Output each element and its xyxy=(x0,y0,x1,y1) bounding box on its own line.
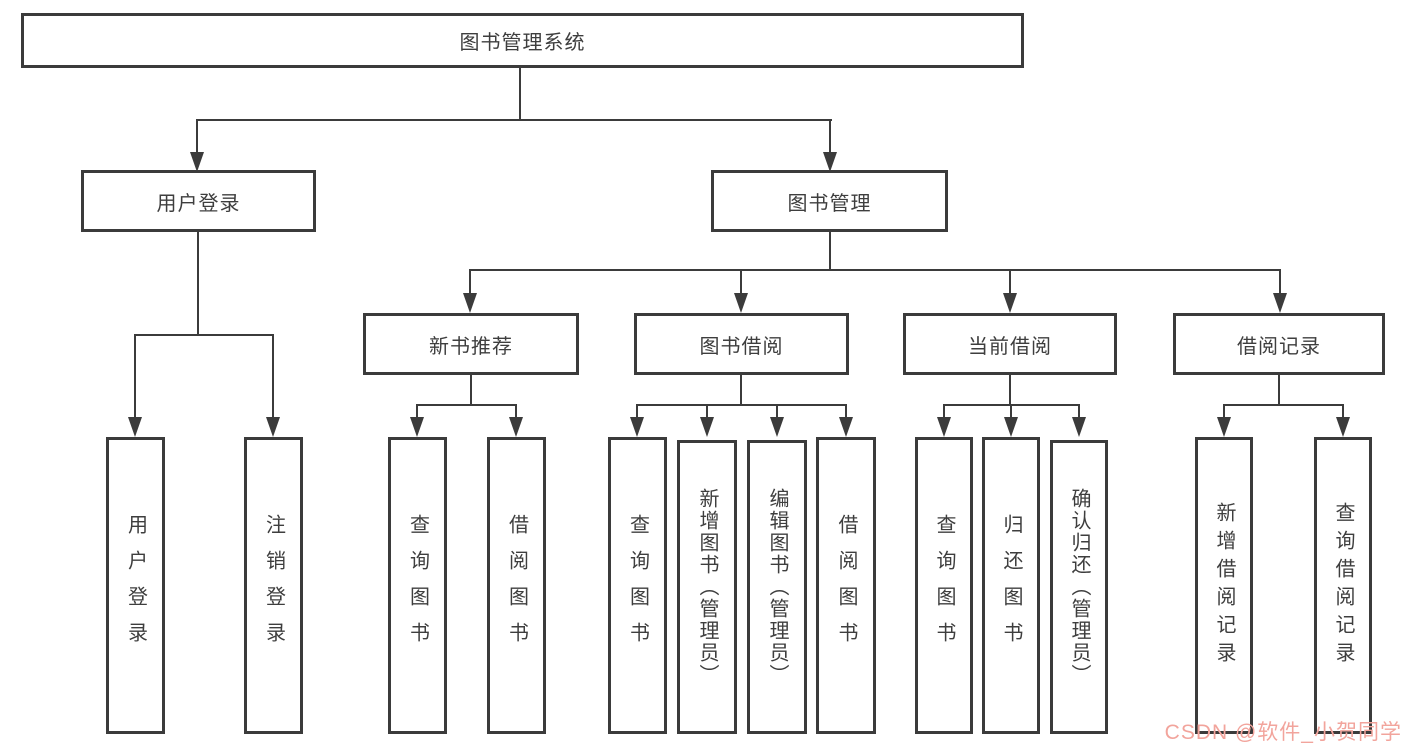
leaf-user-login: 用户登录 xyxy=(106,437,165,734)
arrow-down-icon xyxy=(734,293,748,313)
leaf-label: 查询图书 xyxy=(406,513,429,658)
node-book-management: 图书管理 xyxy=(711,170,948,232)
connector-recommend-hline xyxy=(416,404,517,406)
arrow-down-icon xyxy=(463,293,477,313)
node-label: 图书管理系统 xyxy=(459,32,586,54)
connector-stem xyxy=(1279,269,1281,296)
leaf-label: 新增图书（管理员） xyxy=(696,488,718,686)
leaf-logout-login: 注销登录 xyxy=(244,437,303,734)
arrow-down-icon xyxy=(700,417,714,437)
node-borrowing-records: 借阅记录 xyxy=(1173,313,1385,375)
connector-stem xyxy=(1009,269,1011,296)
leaf-label: 注销登录 xyxy=(262,513,285,658)
arrow-down-icon xyxy=(1273,293,1287,313)
leaf-label: 编辑图书（管理员） xyxy=(766,488,788,686)
connector-stem xyxy=(943,404,945,419)
connector-current-vline xyxy=(1009,375,1011,406)
connector-stem xyxy=(515,404,517,419)
watermark: CSDN @软件_小贺同学 xyxy=(1164,721,1402,744)
node-user-login: 用户登录 xyxy=(81,170,316,232)
connector-stem xyxy=(740,269,742,296)
node-label: 用户登录 xyxy=(156,192,241,215)
node-label: 当前借阅 xyxy=(968,335,1052,358)
connector-stem xyxy=(469,269,471,296)
connector-records-vline xyxy=(1278,375,1280,406)
node-label: 借阅记录 xyxy=(1237,335,1321,358)
leaf-borrowing-edit-books-admin: 编辑图书（管理员） xyxy=(747,440,807,734)
leaf-label: 确认归还（管理员） xyxy=(1068,488,1090,686)
connector-stem xyxy=(416,404,418,419)
connector-mgmt-vline xyxy=(829,232,831,271)
leaf-borrowing-borrow-books: 借阅图书 xyxy=(816,437,876,734)
arrow-down-icon xyxy=(128,417,142,437)
node-new-book-recommendation: 新书推荐 xyxy=(363,313,579,375)
connector-mgmt-hline xyxy=(469,269,1281,271)
leaf-label: 查询图书 xyxy=(626,513,649,658)
arrow-down-icon xyxy=(1336,417,1350,437)
arrow-down-icon xyxy=(266,417,280,437)
connector-login-hline xyxy=(134,334,274,336)
connector-borrowing-vline xyxy=(740,375,742,406)
leaf-borrowing-query-books: 查询图书 xyxy=(608,437,667,734)
arrow-down-icon xyxy=(1072,417,1086,437)
arrow-down-icon xyxy=(770,417,784,437)
leaf-label: 归还图书 xyxy=(1000,513,1022,658)
node-label: 图书借阅 xyxy=(699,335,784,358)
leaf-current-return-books: 归还图书 xyxy=(982,437,1040,734)
connector-recommend-vline xyxy=(470,375,472,406)
arrow-down-icon xyxy=(630,417,644,437)
arrow-down-icon xyxy=(1003,293,1017,313)
arrow-down-icon xyxy=(1004,417,1018,437)
arrow-down-icon xyxy=(190,152,204,172)
connector-stem xyxy=(776,404,778,419)
connector-stem xyxy=(1078,404,1080,419)
connector-stem xyxy=(272,334,274,419)
arrow-down-icon xyxy=(937,417,951,437)
connector-borrowing-hline xyxy=(636,404,847,406)
leaf-recommend-borrow-books: 借阅图书 xyxy=(487,437,546,734)
connector-records-hline xyxy=(1223,404,1343,406)
leaf-borrowing-add-books-admin: 新增图书（管理员） xyxy=(677,440,737,734)
leaf-label: 借阅图书 xyxy=(505,513,528,658)
leaf-current-query-books: 查询图书 xyxy=(915,437,973,734)
leaf-label: 用户登录 xyxy=(124,513,147,658)
connector-stem xyxy=(706,404,708,419)
node-book-borrowing: 图书借阅 xyxy=(634,313,849,375)
connector-stem xyxy=(1342,404,1344,419)
connector-stem xyxy=(1010,404,1012,419)
connector-stem xyxy=(1223,404,1225,419)
leaf-label: 查询借阅记录 xyxy=(1332,501,1354,670)
arrow-down-icon xyxy=(1217,417,1231,437)
node-root-library-system: 图书管理系统 xyxy=(21,13,1024,68)
connector-root-hline xyxy=(196,119,832,121)
arrow-down-icon xyxy=(823,152,837,172)
arrow-down-icon xyxy=(410,417,424,437)
leaf-records-add-borrow-record: 新增借阅记录 xyxy=(1195,437,1253,734)
connector-stem xyxy=(829,119,831,155)
leaf-label: 查询图书 xyxy=(933,513,955,658)
leaf-current-confirm-return-admin: 确认归还（管理员） xyxy=(1050,440,1108,734)
node-label: 新书推荐 xyxy=(429,335,513,358)
connector-stem xyxy=(636,404,638,419)
connector-stem xyxy=(196,119,198,155)
node-current-borrowing: 当前借阅 xyxy=(903,313,1117,375)
connector-stem xyxy=(134,334,136,419)
leaf-recommend-query-books: 查询图书 xyxy=(388,437,447,734)
connector-stem xyxy=(845,404,847,419)
leaf-records-query-borrow-record: 查询借阅记录 xyxy=(1314,437,1372,734)
leaf-label: 借阅图书 xyxy=(835,513,857,658)
connector-root-vline xyxy=(519,68,521,120)
node-label: 图书管理 xyxy=(787,192,872,215)
arrow-down-icon xyxy=(839,417,853,437)
leaf-label: 新增借阅记录 xyxy=(1213,501,1235,670)
arrow-down-icon xyxy=(509,417,523,437)
connector-login-vline xyxy=(197,232,199,336)
